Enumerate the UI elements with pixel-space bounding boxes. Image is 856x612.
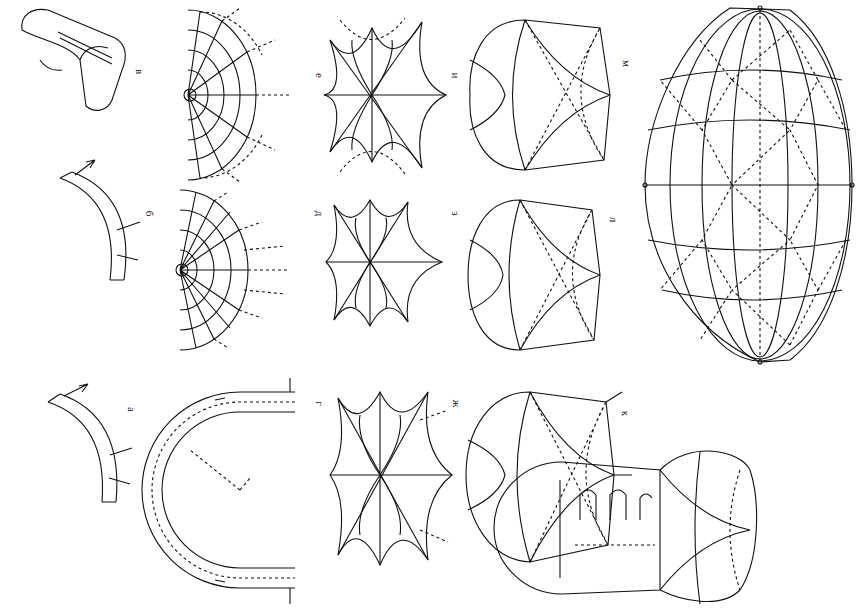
- figure-letter: г: [314, 400, 325, 407]
- cusped-shell: [326, 200, 442, 326]
- figure-letter: д: [314, 210, 325, 218]
- compound-dome: [494, 451, 757, 604]
- figure-letter: ж: [451, 399, 462, 409]
- cross-vault-dome: [468, 200, 600, 350]
- cross-vault-dome: [470, 20, 610, 170]
- ribbed-dome: [184, 8, 292, 182]
- figure-letter: и: [450, 72, 461, 80]
- cusped-shell: [324, 18, 446, 174]
- figure-letter: м: [621, 59, 632, 68]
- figure-letter: к: [620, 410, 631, 417]
- lattice-dome: [643, 6, 854, 364]
- curved-plate: [22, 9, 126, 110]
- figure-letter: л: [608, 216, 619, 224]
- ribbed-dome: [176, 190, 290, 350]
- figure-letter: е: [314, 72, 325, 79]
- arch-section: [142, 378, 295, 604]
- figure-letter: б: [144, 210, 155, 218]
- figure-letter: з: [450, 210, 461, 216]
- figure-letter: в: [134, 68, 145, 75]
- cusped-shell: [330, 392, 452, 565]
- figure-letter: а: [126, 406, 137, 413]
- arc-strip: [60, 160, 140, 280]
- arc-strip: [48, 384, 132, 502]
- cross-vault-dome: [466, 392, 632, 562]
